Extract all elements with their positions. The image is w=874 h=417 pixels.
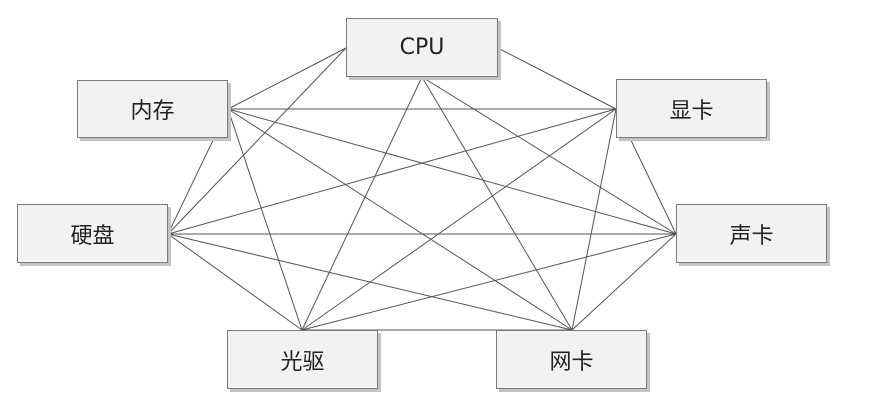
edge-sound-optical xyxy=(301,233,677,331)
node-disk: 硬盘 xyxy=(17,204,168,263)
edge-cpu-network xyxy=(421,76,573,331)
edge-sound-network xyxy=(571,233,677,331)
edge-cpu-gpu xyxy=(497,47,617,110)
edge-cpu-sound xyxy=(421,76,677,235)
edge-gpu-optical xyxy=(301,108,617,331)
node-memory: 内存 xyxy=(77,80,228,138)
edge-cpu-memory xyxy=(227,47,347,110)
node-gpu: 显卡 xyxy=(616,79,767,138)
edge-memory-optical xyxy=(227,108,303,331)
edge-disk-optical xyxy=(167,233,303,331)
node-cpu: CPU xyxy=(346,18,498,77)
edge-disk-network xyxy=(167,233,573,331)
edge-memory-network xyxy=(227,108,573,331)
edge-cpu-disk xyxy=(167,47,347,235)
edge-cpu-optical xyxy=(301,76,423,331)
node-optical-drive: 光驱 xyxy=(227,330,378,389)
edge-gpu-disk xyxy=(167,108,617,235)
edge-gpu-network xyxy=(571,108,617,331)
node-sound-card: 声卡 xyxy=(676,204,827,263)
edge-memory-sound xyxy=(227,108,677,235)
node-network-card: 网卡 xyxy=(496,330,647,389)
